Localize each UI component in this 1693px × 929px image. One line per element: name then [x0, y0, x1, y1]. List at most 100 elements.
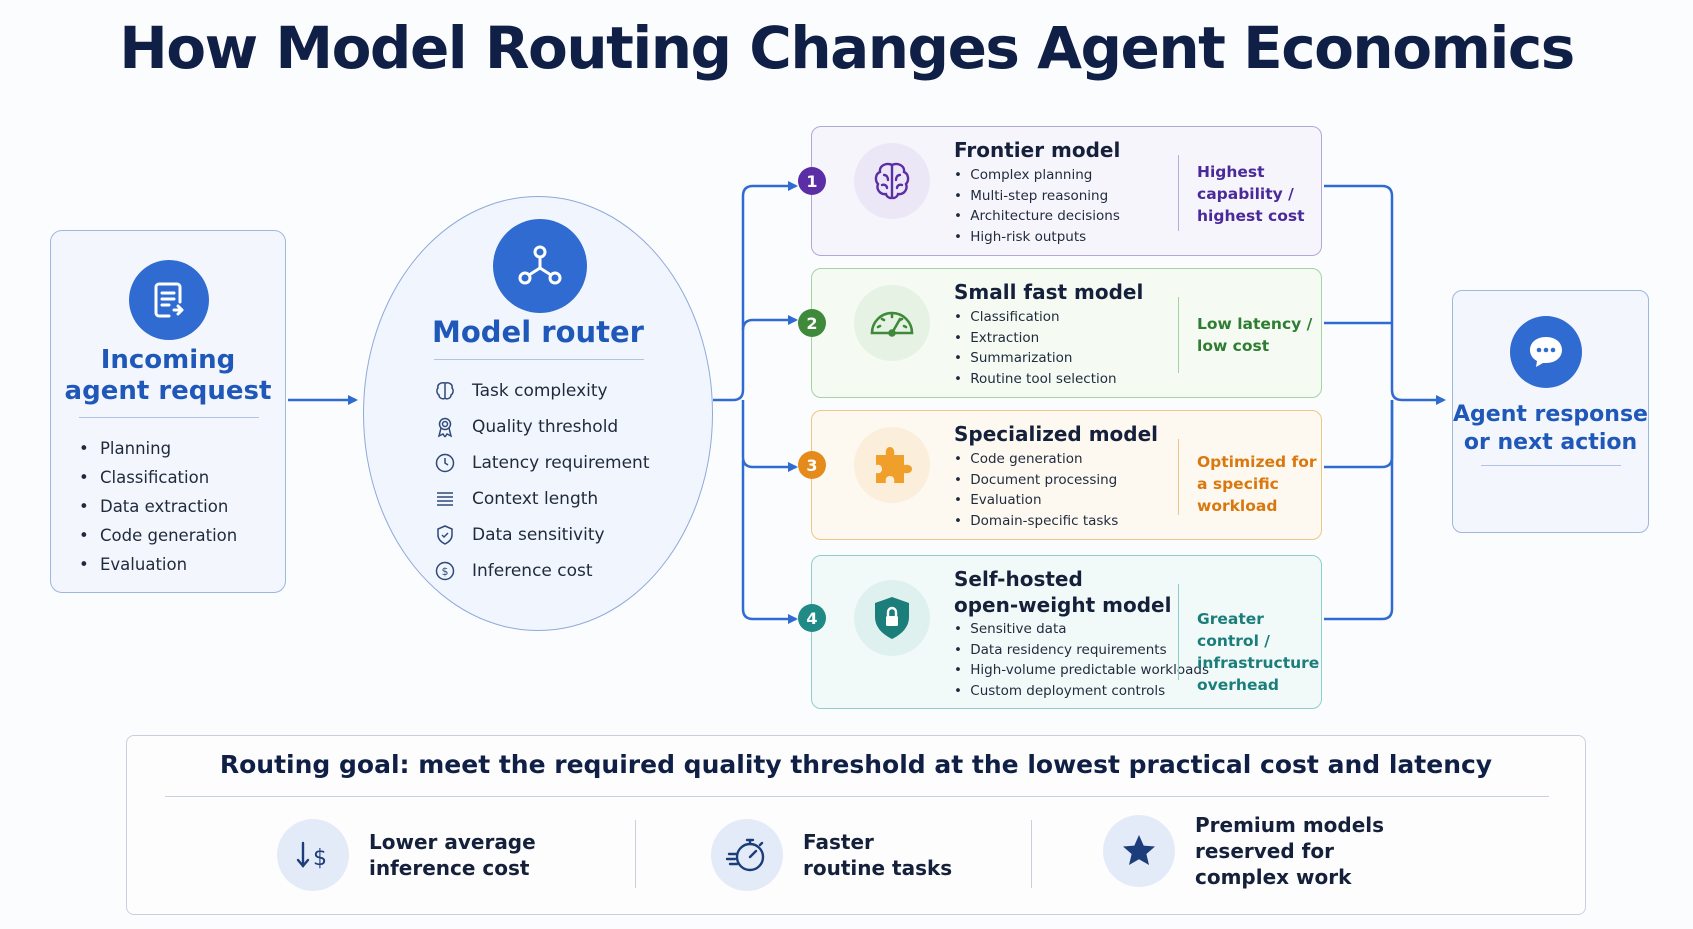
model-name-line1: Self-hosted — [954, 567, 1083, 591]
branch-2 — [741, 315, 798, 331]
clock-icon — [434, 452, 456, 474]
step-number-badge: 2 — [798, 309, 826, 337]
divider — [1031, 820, 1032, 888]
criterion-task-complexity: Task complexity — [434, 373, 650, 409]
page-title: How Model Routing Changes Agent Economic… — [119, 14, 1575, 82]
svg-text:$: $ — [442, 565, 449, 578]
model-use-cases: Classification Extraction Summarization … — [954, 307, 1117, 389]
criterion-data-sensitivity: Data sensitivity — [434, 517, 650, 553]
divider — [1178, 584, 1179, 680]
dollar-down-icon: $ — [277, 819, 349, 891]
shield-icon — [434, 524, 456, 546]
lock-shield-icon — [854, 580, 930, 656]
response-title: Agent response or next action — [1453, 401, 1648, 457]
model-card-specialized: 3 Specialized model Code generation Docu… — [798, 410, 1322, 540]
tradeoff-line: workload — [1197, 497, 1278, 515]
model-name: Small fast model — [954, 280, 1144, 304]
criterion-quality-threshold: Quality threshold — [434, 409, 650, 445]
list-item: High-risk outputs — [954, 227, 1120, 248]
divider — [635, 820, 636, 888]
response-title-line2: or next action — [1463, 430, 1638, 455]
model-use-cases: Complex planning Multi-step reasoning Ar… — [954, 165, 1120, 247]
agent-response-box: Agent response or next action — [1452, 290, 1649, 533]
brain-icon — [434, 380, 456, 402]
chat-bubble-icon — [1510, 316, 1582, 388]
svg-text:$: $ — [313, 846, 327, 871]
incoming-title-line1: Incoming — [100, 345, 236, 375]
puzzle-icon — [854, 427, 930, 503]
list-item: Data extraction — [79, 492, 237, 521]
list-item: Complex planning — [954, 165, 1120, 186]
model-tradeoff: Highest capability / highest cost — [1197, 161, 1317, 227]
tradeoff-line: infrastructure — [1197, 654, 1320, 672]
model-router-node: Model router Task complexity Quality thr… — [363, 196, 713, 631]
tradeoff-line: highest cost — [1197, 207, 1305, 225]
list-item: High-volume predictable workloads — [954, 660, 1209, 681]
tradeoff-line: low cost — [1197, 337, 1270, 355]
step-number-badge: 1 — [798, 167, 826, 195]
list-item: Architecture decisions — [954, 206, 1120, 227]
lines-icon — [434, 488, 456, 510]
benefit-line: Faster — [803, 830, 874, 854]
model-card-frontier: 1 Frontier model Complex planning Multi-… — [798, 126, 1322, 256]
tradeoff-line: Greater control / — [1197, 610, 1270, 650]
list-item: Summarization — [954, 348, 1117, 369]
routing-goal-panel: Routing goal: meet the required quality … — [126, 735, 1586, 915]
criterion-label: Context length — [472, 489, 599, 509]
model-tradeoff: Greater control / infrastructure overhea… — [1197, 608, 1321, 696]
list-item: Code generation — [954, 449, 1118, 470]
divider — [1178, 297, 1179, 373]
brain-icon — [854, 143, 930, 219]
benefit-text: Premium models reserved for complex work — [1195, 812, 1384, 890]
benefit-line: Premium models — [1195, 813, 1385, 837]
list-item: Extraction — [954, 328, 1117, 349]
list-item: Planning — [79, 434, 237, 463]
tradeoff-line: Low latency / — [1197, 315, 1313, 333]
list-item: Custom deployment controls — [954, 681, 1209, 702]
criterion-inference-cost: $ Inference cost — [434, 553, 650, 589]
branch-4 — [741, 460, 798, 624]
list-item: Evaluation — [79, 550, 237, 579]
divider — [1178, 155, 1179, 231]
routing-goal-title: Routing goal: meet the required quality … — [219, 750, 1493, 779]
dollar-icon: $ — [434, 560, 456, 582]
list-item: Sensitive data — [954, 619, 1209, 640]
branch-3 — [741, 400, 798, 472]
tradeoff-line: overhead — [1197, 676, 1280, 694]
model-name-line2: open-weight model — [954, 593, 1172, 617]
benefit-line: routine tasks — [803, 856, 953, 880]
network-icon — [493, 219, 587, 313]
benefit-text: Faster routine tasks — [803, 829, 952, 881]
router-title: Model router — [432, 315, 644, 349]
benefit-lower-cost: $ Lower average inference cost — [277, 819, 536, 891]
star-icon — [1103, 815, 1175, 887]
model-tradeoff: Low latency / low cost — [1197, 313, 1317, 357]
list-item: Classification — [79, 463, 237, 492]
list-item: Document processing — [954, 470, 1118, 491]
routing-criteria-list: Task complexity Quality threshold Latenc… — [434, 373, 650, 589]
divider — [1178, 439, 1179, 515]
model-name: Self-hosted open-weight model — [954, 566, 1171, 618]
benefit-line: inference cost — [369, 856, 530, 880]
criterion-label: Data sensitivity — [472, 525, 605, 545]
incoming-title: Incoming agent request — [51, 345, 285, 407]
document-icon — [129, 260, 209, 340]
criterion-latency: Latency requirement — [434, 445, 650, 481]
criterion-label: Latency requirement — [472, 453, 650, 473]
award-icon — [434, 416, 456, 438]
list-item: Domain-specific tasks — [954, 511, 1118, 532]
criterion-label: Task complexity — [472, 381, 608, 401]
incoming-request-box: Incoming agent request Planning Classifi… — [50, 230, 286, 593]
divider — [79, 417, 259, 418]
model-use-cases: Code generation Document processing Eval… — [954, 449, 1118, 531]
list-item: Data residency requirements — [954, 640, 1209, 661]
step-number-badge: 4 — [798, 604, 826, 632]
benefit-line: reserved for — [1195, 839, 1334, 863]
list-item: Multi-step reasoning — [954, 186, 1120, 207]
list-item: Evaluation — [954, 490, 1118, 511]
divider — [434, 359, 644, 360]
model-use-cases: Sensitive data Data residency requiremen… — [954, 619, 1209, 701]
model-tradeoff: Optimized for a specific workload — [1197, 451, 1317, 517]
benefit-text: Lower average inference cost — [369, 829, 536, 881]
incoming-title-line2: agent request — [64, 376, 272, 406]
